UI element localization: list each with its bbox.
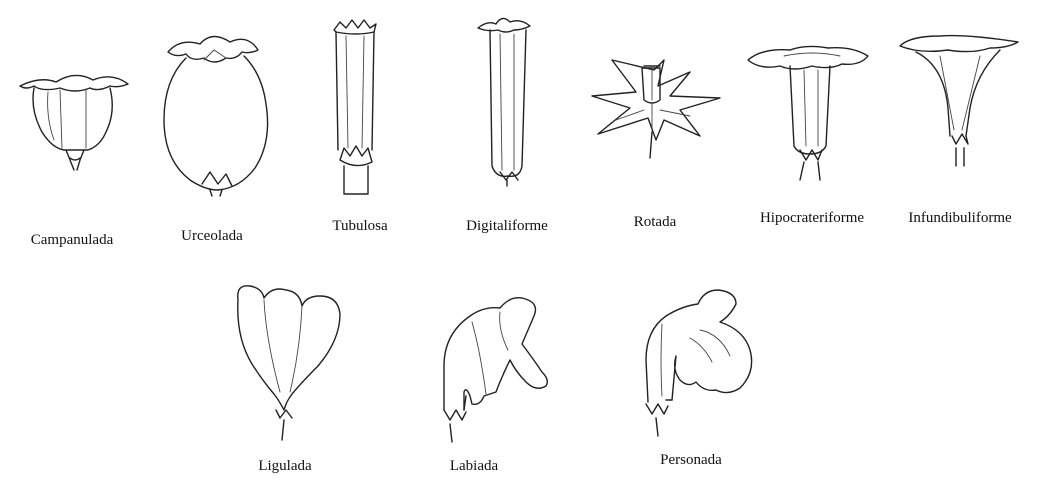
label-digitaliforme: Digitaliforme — [466, 218, 548, 235]
label-personada: Personada — [660, 452, 722, 469]
infundibuliforme-drawing — [900, 36, 1018, 166]
hipocrateriforme-drawing — [748, 46, 868, 180]
labiada-drawing — [444, 298, 547, 442]
label-labiada: Labiada — [450, 458, 498, 475]
rotada-drawing — [592, 60, 720, 158]
tubulosa-drawing — [334, 20, 376, 194]
personada-drawing — [646, 290, 752, 436]
label-campanulada: Campanulada — [31, 232, 113, 249]
urceolada-drawing — [164, 36, 268, 196]
label-ligulada: Ligulada — [258, 458, 311, 475]
digitaliforme-drawing — [478, 18, 530, 186]
label-hipocrateriforme: Hipocrateriforme — [760, 210, 864, 227]
label-rotada: Rotada — [634, 214, 677, 231]
campanulada-drawing — [20, 75, 128, 170]
label-tubulosa: Tubulosa — [332, 218, 387, 235]
ligulada-drawing — [238, 286, 340, 440]
label-infundibuliforme: Infundibuliforme — [908, 210, 1011, 227]
label-urceolada: Urceolada — [181, 228, 243, 245]
